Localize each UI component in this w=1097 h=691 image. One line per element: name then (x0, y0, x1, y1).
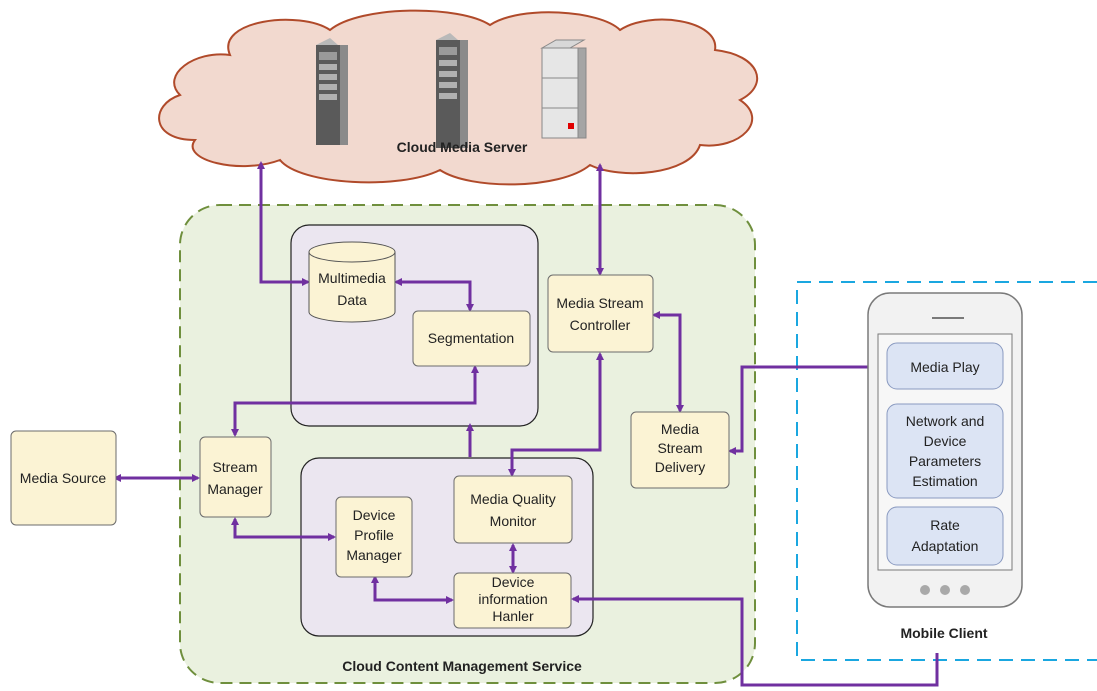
delivery-label: Media (661, 421, 699, 437)
network-estimation-label: Network and (906, 413, 985, 429)
quality-monitor-label: Media Quality (470, 491, 556, 507)
media-source-label: Media Source (20, 470, 107, 486)
rate-adaptation-node: Rate Adaptation (886, 506, 1004, 566)
client-label: Mobile Client (900, 625, 987, 641)
arrow-segmentation-stream-manager (231, 365, 479, 437)
quality-monitor-label: Monitor (490, 513, 537, 529)
media-stream-delivery-node: Media Stream Delivery (630, 411, 730, 489)
controller-label: Controller (570, 317, 631, 333)
controller-label: Media Stream (556, 295, 643, 311)
stream-manager-label: Manager (207, 481, 263, 497)
database-cylinder-icon (308, 241, 396, 323)
arrow-info-handler-client (571, 595, 939, 687)
media-quality-monitor-node: Media Quality Monitor (453, 475, 573, 544)
segmentation-node: Segmentation (412, 310, 531, 367)
network-estimation-node: Network and Device Parameters Estimation (886, 403, 1004, 499)
mobile-client: Mobile Client (796, 281, 1097, 661)
server-tower-icon (436, 33, 468, 148)
rate-adaptation-label: Adaptation (912, 538, 979, 554)
arrow-cloud-multimedia (257, 161, 310, 286)
device-profile-manager-node: Device Profile Manager (335, 496, 413, 578)
cloud-label: Cloud Media Server (397, 139, 528, 155)
info-handler-label: Device (492, 574, 535, 590)
delivery-label: Stream (657, 440, 702, 456)
arrow-monitor-controller (508, 352, 604, 477)
stream-manager-node: Stream Manager (199, 436, 272, 518)
info-handler-label: information (478, 591, 547, 607)
media-play-label: Media Play (910, 359, 979, 375)
network-estimation-label: Parameters (909, 453, 981, 469)
profile-manager-label: Profile (354, 527, 394, 543)
network-estimation-label: Estimation (912, 473, 977, 489)
media-source-node: Media Source (10, 430, 117, 526)
profile-manager-label: Device (353, 507, 396, 523)
rate-adaptation-label: Rate (930, 517, 960, 533)
info-handler-label: Hanler (492, 608, 534, 624)
service-label: Cloud Content Management Service (342, 658, 582, 674)
arrow-profile-info-handler (371, 575, 454, 604)
stream-manager-label: Stream (212, 459, 257, 475)
server-tower-icon (316, 38, 348, 145)
media-stream-controller-node: Media Stream Controller (547, 274, 654, 353)
multimedia-data-node: Multimedia Data (308, 241, 396, 323)
arrow-stream-manager-profile (231, 517, 336, 541)
multimedia-data-label: Multimedia (318, 270, 386, 286)
media-play-node: Media Play (886, 342, 1004, 390)
client-boundary (796, 281, 1097, 661)
device-information-handler-node: Device information Hanler (453, 572, 572, 629)
multimedia-data-label: Data (337, 292, 367, 308)
arrow-multimedia-segmentation (394, 278, 474, 312)
network-estimation-label: Device (924, 433, 967, 449)
arrow-delivery-mediaplay (728, 363, 890, 455)
server-cabinet-icon (540, 39, 587, 139)
cloud-media-server: Cloud Media Server (158, 9, 759, 186)
connections (113, 161, 939, 687)
profile-manager-label: Manager (346, 547, 402, 563)
arrow-controller-delivery (652, 311, 684, 413)
segmentation-label: Segmentation (428, 330, 514, 346)
delivery-label: Delivery (655, 459, 706, 475)
